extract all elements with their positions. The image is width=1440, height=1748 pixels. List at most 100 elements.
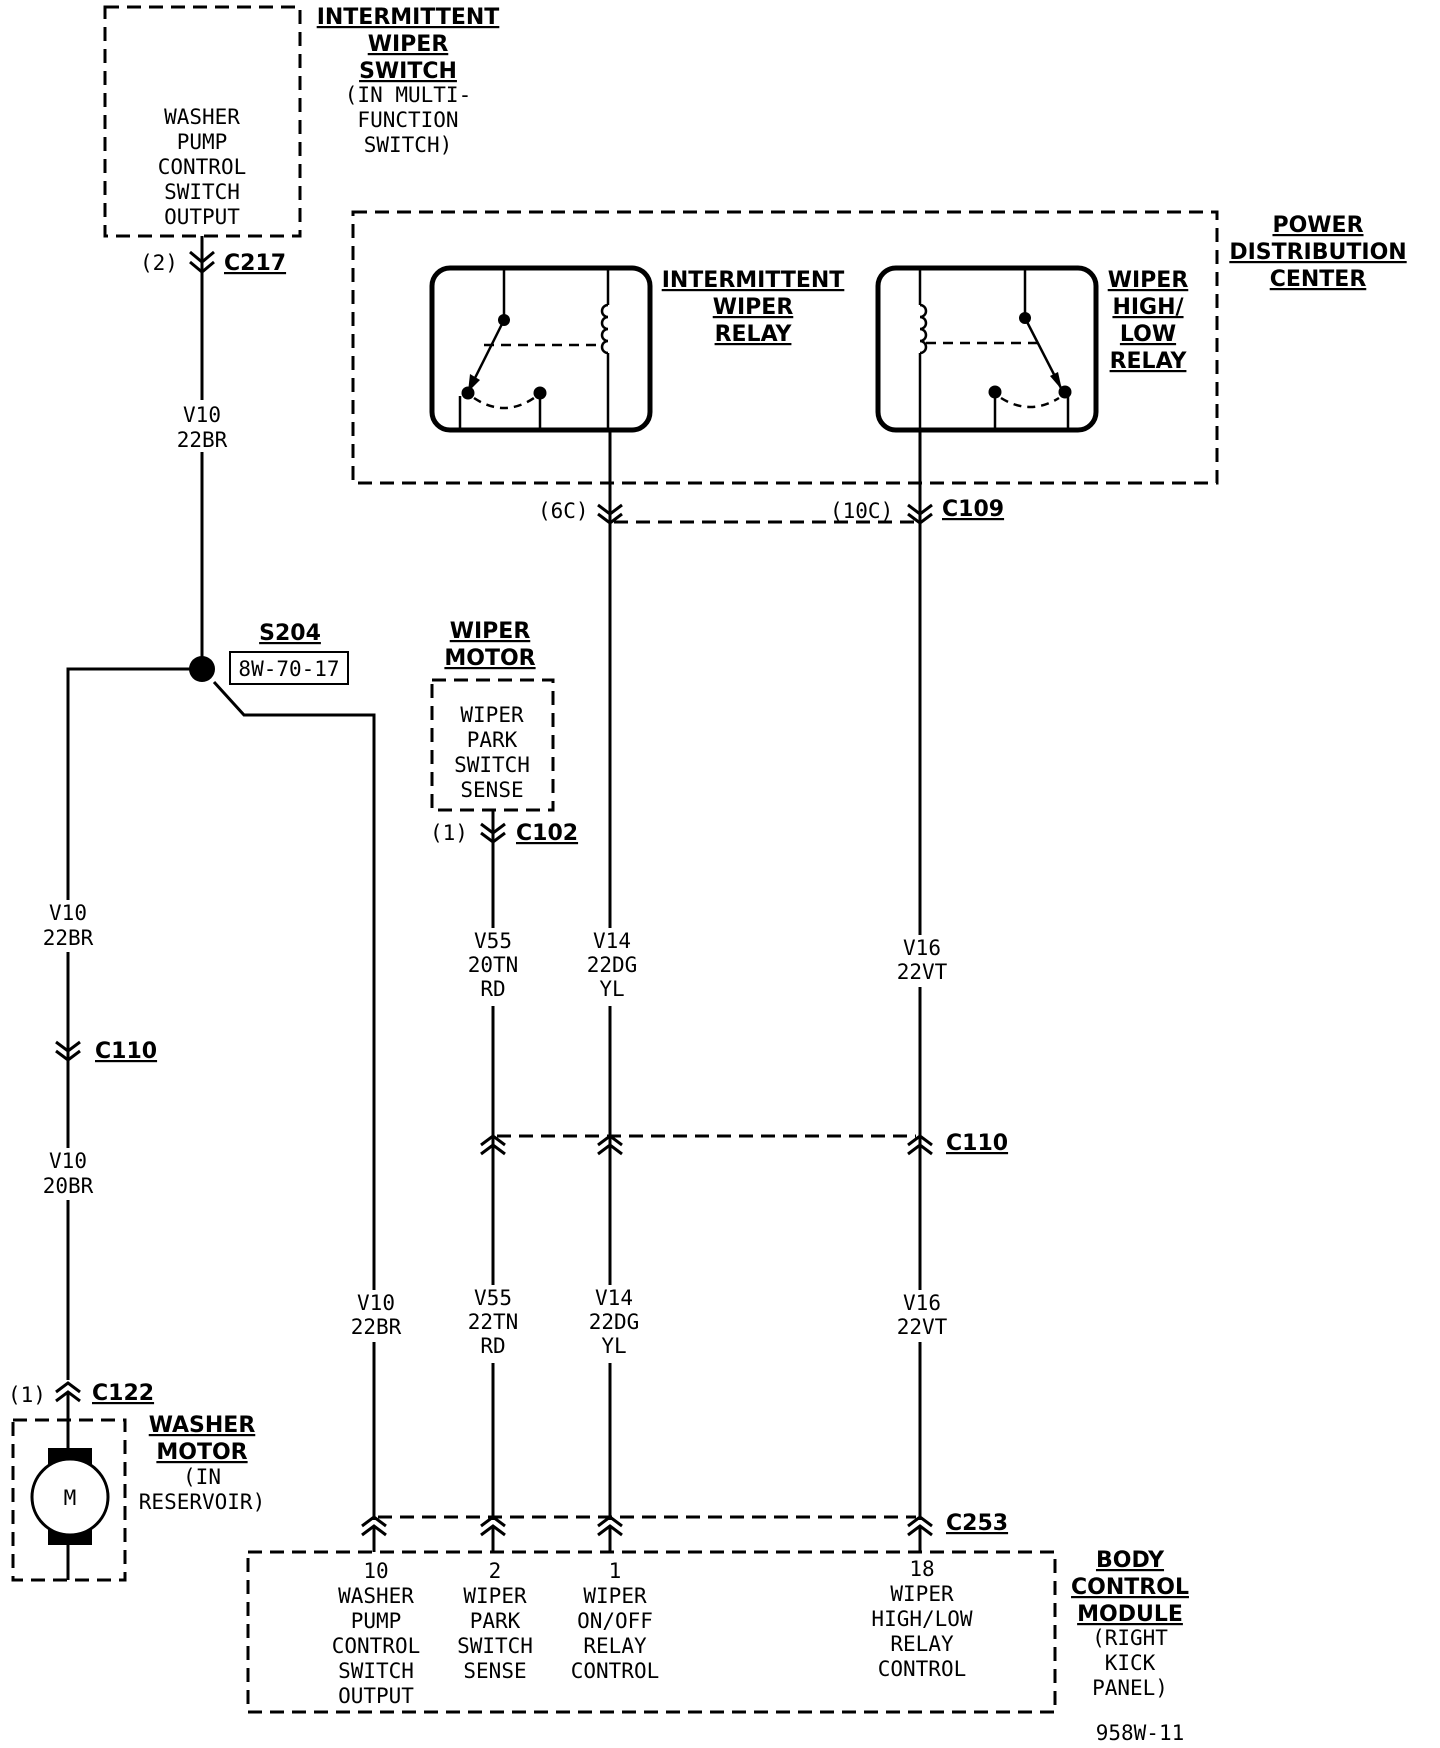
svg-text:22BR: 22BR [43,926,94,950]
svg-text:CONTROL: CONTROL [571,1659,660,1683]
svg-text:RELAY: RELAY [890,1632,954,1656]
svg-text:RELAY: RELAY [1110,349,1188,374]
svg-text:WASHER: WASHER [149,1413,256,1438]
wire-label-v16-lower: V16 22VT [887,1290,953,1342]
svg-text:RESERVOIR): RESERVOIR) [139,1490,265,1514]
svg-text:(10C): (10C) [830,499,893,523]
bcm-pin-2: 2 WIPER PARK SWITCH SENSE [457,1559,533,1683]
svg-text:22BR: 22BR [351,1315,402,1339]
washer-motor-label: WASHER MOTOR (IN RESERVOIR) [139,1413,265,1514]
svg-text:22DG: 22DG [587,953,638,977]
svg-text:PUMP: PUMP [351,1609,402,1633]
svg-text:CONTROL: CONTROL [878,1657,967,1681]
svg-text:LOW: LOW [1120,322,1176,347]
svg-text:PANEL): PANEL) [1092,1676,1168,1700]
svg-text:OUTPUT: OUTPUT [164,205,240,229]
svg-text:SWITCH): SWITCH) [364,133,453,157]
svg-text:S204: S204 [259,621,321,646]
svg-text:MOTOR: MOTOR [444,646,535,671]
svg-text:DISTRIBUTION: DISTRIBUTION [1229,240,1406,265]
svg-text:WIPER: WIPER [463,1584,527,1608]
connector-c110-mid: C110 [480,1131,1008,1156]
bcm-pin-1: 1 WIPER ON/OFF RELAY CONTROL [571,1559,660,1683]
bcm-pin-18: 18 WIPER HIGH/LOW RELAY CONTROL [871,1557,973,1681]
washer-pump-switch-box [103,5,302,238]
svg-text:CONTROL: CONTROL [158,155,247,179]
wire-v10-left [66,667,190,1380]
svg-text:V14: V14 [595,1286,633,1310]
wire-label-v14-lower: V14 22DG YL [577,1285,643,1363]
svg-text:YL: YL [601,1334,626,1358]
svg-text:18: 18 [909,1557,934,1581]
wiper-high-low-relay-label: WIPER HIGH/ LOW RELAY [1108,268,1189,374]
motor-icon [30,1457,110,1537]
svg-text:V10: V10 [357,1291,395,1315]
relay-coil-icon [919,303,928,355]
svg-text:V10: V10 [183,403,221,427]
svg-text:WIPER: WIPER [368,32,449,57]
svg-text:(6C): (6C) [538,499,589,523]
connector-c253: C253 [361,1511,1008,1552]
bcm-pin-10: 10 WASHER PUMP CONTROL SWITCH OUTPUT [332,1559,421,1708]
svg-text:SWITCH: SWITCH [359,59,457,84]
connector-c122: (1) C122 [8,1381,154,1407]
svg-text:PUMP: PUMP [177,130,228,154]
svg-text:(IN MULTI-: (IN MULTI- [345,83,471,107]
svg-text:WASHER: WASHER [338,1584,414,1608]
wiper-motor-label: WIPER MOTOR [444,619,535,671]
power-distribution-center-label: POWER DISTRIBUTION CENTER [1229,213,1406,292]
svg-text:V16: V16 [903,1291,941,1315]
wiper-park-switch-text: WIPER PARK SWITCH SENSE [454,703,530,802]
svg-text:V14: V14 [593,929,631,953]
svg-text:22DG: 22DG [589,1310,640,1334]
svg-text:SWITCH: SWITCH [338,1659,414,1683]
svg-text:PARK: PARK [467,728,518,752]
svg-text:1: 1 [609,1559,622,1583]
svg-text:WIPER: WIPER [1108,268,1189,293]
svg-text:V55: V55 [474,929,512,953]
svg-text:22VT: 22VT [897,1315,948,1339]
svg-text:(IN: (IN [183,1465,221,1489]
svg-text:WIPER: WIPER [450,619,531,644]
diagram-id: 958W-11 [1096,1721,1185,1745]
svg-text:C102: C102 [516,821,578,846]
svg-text:HIGH/LOW: HIGH/LOW [871,1607,973,1631]
washer-motor: M [30,1392,110,1580]
wire-label-v10-right: V10 22BR [342,1290,408,1342]
body-control-module-label: BODY CONTROL MODULE (RIGHT KICK PANEL) [1071,1548,1189,1700]
svg-text:MOTOR: MOTOR [156,1440,247,1465]
svg-text:(2): (2) [140,251,178,275]
svg-text:SENSE: SENSE [463,1659,526,1683]
svg-text:C217: C217 [224,251,286,276]
svg-text:RELAY: RELAY [583,1634,647,1658]
power-distribution-center-box [351,210,1219,485]
splice-s204: S204 8W-70-17 [189,621,349,685]
wiper-high-low-relay [875,265,1099,433]
intermittent-wiper-relay-label: INTERMITTENT WIPER RELAY [662,268,845,347]
svg-text:INTERMITTENT: INTERMITTENT [662,268,845,293]
svg-text:MODULE: MODULE [1077,1602,1183,1627]
svg-text:(1): (1) [430,821,468,845]
wire-label-v16-upper: V16 22VT [887,935,953,987]
wire-label-v10-left-lower: V10 20BR [38,1148,98,1200]
svg-text:SWITCH: SWITCH [164,180,240,204]
svg-text:(1): (1) [8,1383,46,1407]
intermittent-wiper-relay [429,265,653,433]
svg-text:WIPER: WIPER [460,703,524,727]
svg-text:2: 2 [489,1559,502,1583]
wire-label-v55-lower: V55 22TN RD [460,1285,526,1363]
svg-text:20TN: 20TN [468,953,519,977]
body-control-module-box [246,1550,1057,1714]
svg-text:RD: RD [480,977,505,1001]
svg-text:22BR: 22BR [177,428,228,452]
svg-text:(RIGHT: (RIGHT [1092,1626,1168,1650]
svg-text:22TN: 22TN [468,1310,519,1334]
svg-text:10: 10 [363,1559,388,1583]
svg-text:V55: V55 [474,1286,512,1310]
svg-text:CENTER: CENTER [1270,267,1367,292]
svg-text:ON/OFF: ON/OFF [577,1609,653,1633]
svg-text:C109: C109 [942,497,1004,522]
connector-c110-left: C110 [55,1039,157,1064]
wire-v10-right [212,680,376,1520]
